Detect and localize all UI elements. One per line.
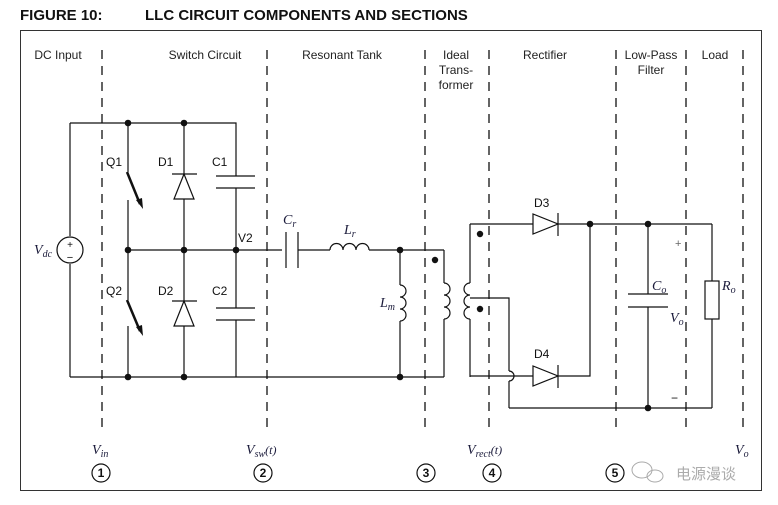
boundary-voltage-out: Vo xyxy=(735,443,749,460)
switch-q1: Q1 xyxy=(106,123,143,250)
figure-frame xyxy=(20,30,762,491)
svg-text:1: 1 xyxy=(98,466,105,480)
section-label-transformer-1: Ideal xyxy=(443,48,469,62)
boundary-marker-4: 4 xyxy=(482,463,502,483)
boundary-voltage-1: Vin xyxy=(92,443,108,460)
polarity-dot xyxy=(431,256,439,264)
label-d1: D1 xyxy=(158,155,174,169)
diode-d4: D4 xyxy=(532,224,591,388)
figure-number: FIGURE 10: xyxy=(20,7,103,24)
label-co: Co xyxy=(652,279,666,296)
figure-title: FIGURE 10: LLC CIRCUIT COMPONENTS AND SEC… xyxy=(20,7,468,24)
switch-q2: Q2 xyxy=(106,250,143,377)
capacitor-cr: Cr xyxy=(283,213,330,268)
capacitor-c1: C1 xyxy=(212,155,255,189)
polarity-dot xyxy=(476,230,484,238)
primary-coil-icon xyxy=(443,282,451,320)
section-label-switch-circuit: Switch Circuit xyxy=(169,48,242,62)
label-vo-output: Vo xyxy=(670,311,684,328)
label-q2: Q2 xyxy=(106,284,122,298)
output-plus: + xyxy=(675,238,681,250)
source-plus: + xyxy=(67,240,73,251)
capacitor-c2: C2 xyxy=(212,284,255,321)
boundary-marker-3: 3 xyxy=(416,463,436,483)
label-c1: C1 xyxy=(212,155,228,169)
figure-caption: LLC CIRCUIT COMPONENTS AND SECTIONS xyxy=(145,7,468,24)
svg-text:4: 4 xyxy=(489,466,496,480)
junction-nodes xyxy=(124,119,652,412)
boundary-voltage-4: Vrect(t) xyxy=(467,443,502,460)
boundary-voltage-2: Vsw(t) xyxy=(246,443,276,460)
diode-icon xyxy=(173,172,195,200)
diode-icon xyxy=(532,365,560,387)
voltage-source-icon xyxy=(56,236,84,264)
section-label-dc-input: DC Input xyxy=(34,48,82,62)
svg-text:5: 5 xyxy=(612,466,619,480)
section-label-transformer-3: former xyxy=(439,78,474,92)
boundary-marker-2: 2 xyxy=(253,463,273,483)
section-label-lowpass-2: Filter xyxy=(638,63,665,77)
label-vdc: Vdc xyxy=(34,243,53,260)
section-label-transformer-2: Trans- xyxy=(439,63,473,77)
label-cr: Cr xyxy=(283,213,296,230)
label-lr: Lr xyxy=(343,223,356,240)
boundary-marker-5: 5 xyxy=(605,463,625,483)
resistor-icon xyxy=(704,280,720,320)
watermark-text: 电源漫谈 xyxy=(676,465,736,483)
diode-icon xyxy=(532,213,560,235)
switch-arrow-icon xyxy=(125,171,142,205)
source-minus: − xyxy=(67,252,73,264)
label-d4: D4 xyxy=(534,347,550,361)
switch-arrow-icon xyxy=(125,299,142,332)
ideal-transformer xyxy=(431,224,484,377)
inductor-coil-icon xyxy=(399,284,407,322)
output-minus: − xyxy=(671,391,678,405)
label-v2: V2 xyxy=(238,231,253,245)
label-q1: Q1 xyxy=(106,155,122,169)
diode-d3: D3 xyxy=(532,196,712,236)
label-c2: C2 xyxy=(212,284,228,298)
diode-icon xyxy=(173,299,195,327)
section-label-load: Load xyxy=(702,48,729,62)
wechat-icon xyxy=(631,461,653,479)
capacitor-co: Co xyxy=(628,224,668,408)
svg-text:2: 2 xyxy=(260,466,267,480)
label-d2: D2 xyxy=(158,284,174,298)
inductor-coil-icon xyxy=(329,242,370,251)
boundary-marker-1: 1 xyxy=(91,463,111,483)
diode-d1: D1 xyxy=(158,123,197,250)
watermark: 电源漫谈 xyxy=(631,461,736,483)
inductor-lm: Lm xyxy=(379,250,407,377)
section-label-rectifier: Rectifier xyxy=(523,48,567,62)
svg-text:3: 3 xyxy=(423,466,430,480)
diode-d2: D2 xyxy=(158,250,197,377)
label-lm: Lm xyxy=(379,296,395,313)
label-d3: D3 xyxy=(534,196,550,210)
secondary-coil-icon xyxy=(463,282,471,320)
section-label-lowpass-1: Low-Pass xyxy=(625,48,678,62)
resistor-ro: Ro xyxy=(704,224,736,408)
section-label-resonant-tank: Resonant Tank xyxy=(302,48,383,62)
polarity-dot xyxy=(476,305,484,313)
label-ro: Ro xyxy=(721,279,736,296)
inductor-lr: Lr xyxy=(329,223,444,251)
